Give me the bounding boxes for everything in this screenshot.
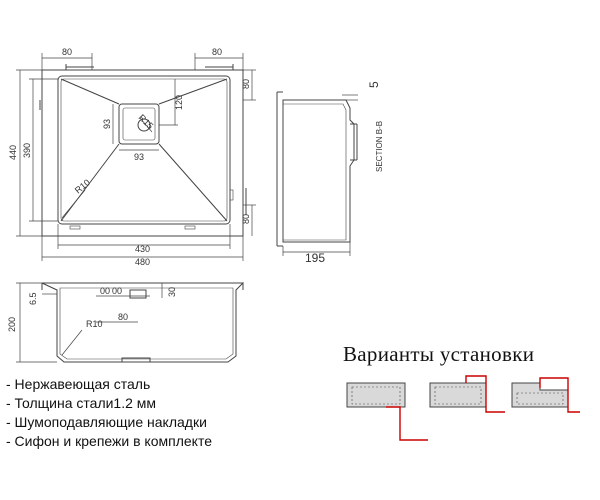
top-view-drain-circle	[137, 118, 151, 132]
dim-front-corner-radius: R10	[86, 319, 103, 329]
top-view-inner-bowl	[57, 75, 231, 225]
install-variant-undermount	[429, 375, 505, 413]
dim-corner-radius: R10	[73, 177, 92, 195]
dim-top-left-80: 80	[62, 47, 72, 57]
feature-item: - Сифон и крепежи в комплекте	[6, 433, 212, 449]
feature-list: - Нержавеющая сталь - Толщина стали1.2 м…	[6, 375, 212, 451]
top-view-drain-box	[118, 103, 160, 145]
side-view	[276, 91, 358, 256]
dim-outer-width-480: 480	[135, 257, 150, 267]
dim-front-drain-b: 00	[112, 286, 122, 296]
dim-top-right-80: 80	[212, 47, 222, 57]
dim-inner-height-390: 390	[22, 143, 32, 158]
feature-item: - Нержавеющая сталь	[6, 376, 151, 392]
dim-side-flange: 5	[367, 81, 381, 88]
dim-front-flange: 6.5	[28, 292, 38, 305]
dim-front-drain-a: 00	[100, 286, 110, 296]
dim-side-depth-195: 195	[305, 251, 325, 265]
install-variants-title: Варианты установки	[343, 342, 535, 366]
dim-right-top-80: 80	[241, 79, 251, 89]
dim-drain-width-93: 93	[134, 152, 144, 162]
install-variant-recessed	[511, 377, 580, 413]
feature-item: - Толщина стали1.2 мм	[6, 395, 157, 411]
top-view	[39, 64, 247, 237]
dim-right-bottom-80: 80	[241, 214, 251, 224]
dim-drain-edge-120: 120	[174, 95, 184, 110]
dim-outer-height-440: 440	[8, 145, 18, 160]
dim-drain-height-93: 93	[102, 119, 112, 129]
feature-item: - Шумоподавляющие накладки	[6, 414, 207, 430]
dim-front-drain-depth: 30	[167, 287, 177, 297]
section-label: SECTION B-B	[375, 121, 384, 172]
front-view-drain	[129, 289, 147, 299]
dim-front-height-200: 200	[7, 317, 17, 332]
dim-front-drain-position: 80	[118, 312, 128, 322]
install-variant-flush	[346, 382, 428, 441]
top-view-outer-rim	[41, 69, 244, 237]
dim-inner-width-430: 430	[135, 244, 150, 254]
front-view	[16, 282, 245, 363]
